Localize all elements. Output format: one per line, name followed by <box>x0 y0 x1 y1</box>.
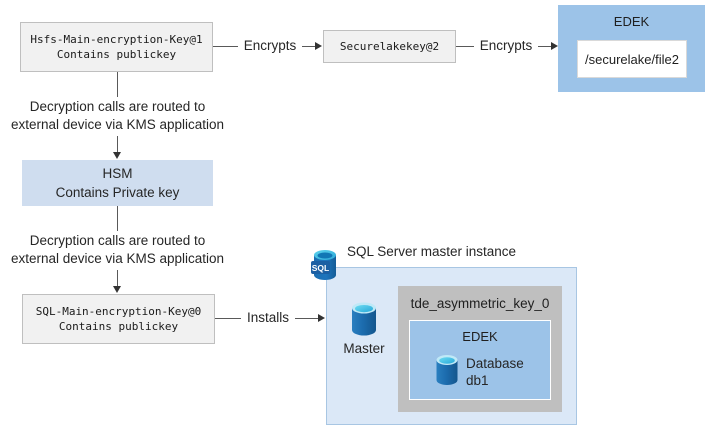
db1-label: Database db1 <box>466 356 524 388</box>
connector-hsfs-down-2 <box>117 136 118 153</box>
connector-encrypts-to-securelakekey <box>302 46 316 47</box>
tde-asymmetric-key-title: tde_asymmetric_key_0 <box>410 296 550 311</box>
connector-hsm-down-1 <box>117 206 118 231</box>
connector-hsfs-down-1 <box>117 72 118 97</box>
connector-installs-to-sql-instance <box>295 318 319 319</box>
hsm-line2: Contains Private key <box>55 185 180 200</box>
sql-main-key-line2: Contains publickey <box>58 320 179 333</box>
master-database-cylinder-icon <box>348 300 380 338</box>
arrowhead-to-sql-instance <box>318 313 325 322</box>
sql-database-icon: SQL <box>310 248 340 282</box>
node-hsm: HSM Contains Private key <box>22 160 213 206</box>
node-securelakekey: Securelakekey@2 <box>323 30 456 63</box>
edek-top-title: EDEK <box>613 14 650 29</box>
edek-bottom-title: EDEK <box>462 329 498 344</box>
arrowhead-to-securelakekey <box>315 41 322 50</box>
arrowhead-to-hsm <box>112 152 121 159</box>
node-hsfs-main-encryption-key: Hsfs-Main-encryption-Key@1 Contains publ… <box>20 22 213 72</box>
arrowhead-to-edek <box>551 41 558 50</box>
svg-text:SQL: SQL <box>312 263 329 273</box>
edek-top-file-box: /securelake/file2 <box>577 40 687 78</box>
node-tde-asymmetric-key: tde_asymmetric_key_0 EDEK <box>398 286 562 412</box>
note-decryption-calls-1: Decryption calls are routed to external … <box>10 99 225 132</box>
arrowhead-to-sql-main-key <box>112 286 121 293</box>
edge-label-installs: Installs <box>246 310 290 325</box>
master-label: Master <box>343 341 385 356</box>
db1-database-cylinder-icon <box>433 353 461 387</box>
edge-label-encrypts-2: Encrypts <box>479 38 533 53</box>
connector-hsfs-to-encrypts <box>213 46 238 47</box>
connector-hsm-down-2 <box>117 270 118 287</box>
node-sql-main-encryption-key: SQL-Main-encryption-Key@0 Contains publi… <box>22 294 215 344</box>
node-edek-bottom: EDEK <box>409 320 551 400</box>
connector-sqlkey-to-installs <box>215 318 241 319</box>
sql-main-key-line1: SQL-Main-encryption-Key@0 <box>35 305 202 318</box>
node-edek-top: EDEK /securelake/file2 <box>558 5 705 92</box>
connector-encrypts-to-edek <box>538 46 552 47</box>
sql-server-instance-title: SQL Server master instance <box>347 244 517 259</box>
hsfs-key-line2: Contains publickey <box>56 48 177 61</box>
hsfs-key-line1: Hsfs-Main-encryption-Key@1 <box>30 33 203 46</box>
edek-top-file-label: /securelake/file2 <box>585 51 679 67</box>
hsm-line1: HSM <box>102 166 133 181</box>
securelakekey-label: Securelakekey@2 <box>339 40 440 53</box>
edge-label-encrypts-1: Encrypts <box>243 38 297 53</box>
note-decryption-calls-2: Decryption calls are routed to external … <box>10 233 225 266</box>
connector-securelakekey-to-encrypts <box>456 46 474 47</box>
